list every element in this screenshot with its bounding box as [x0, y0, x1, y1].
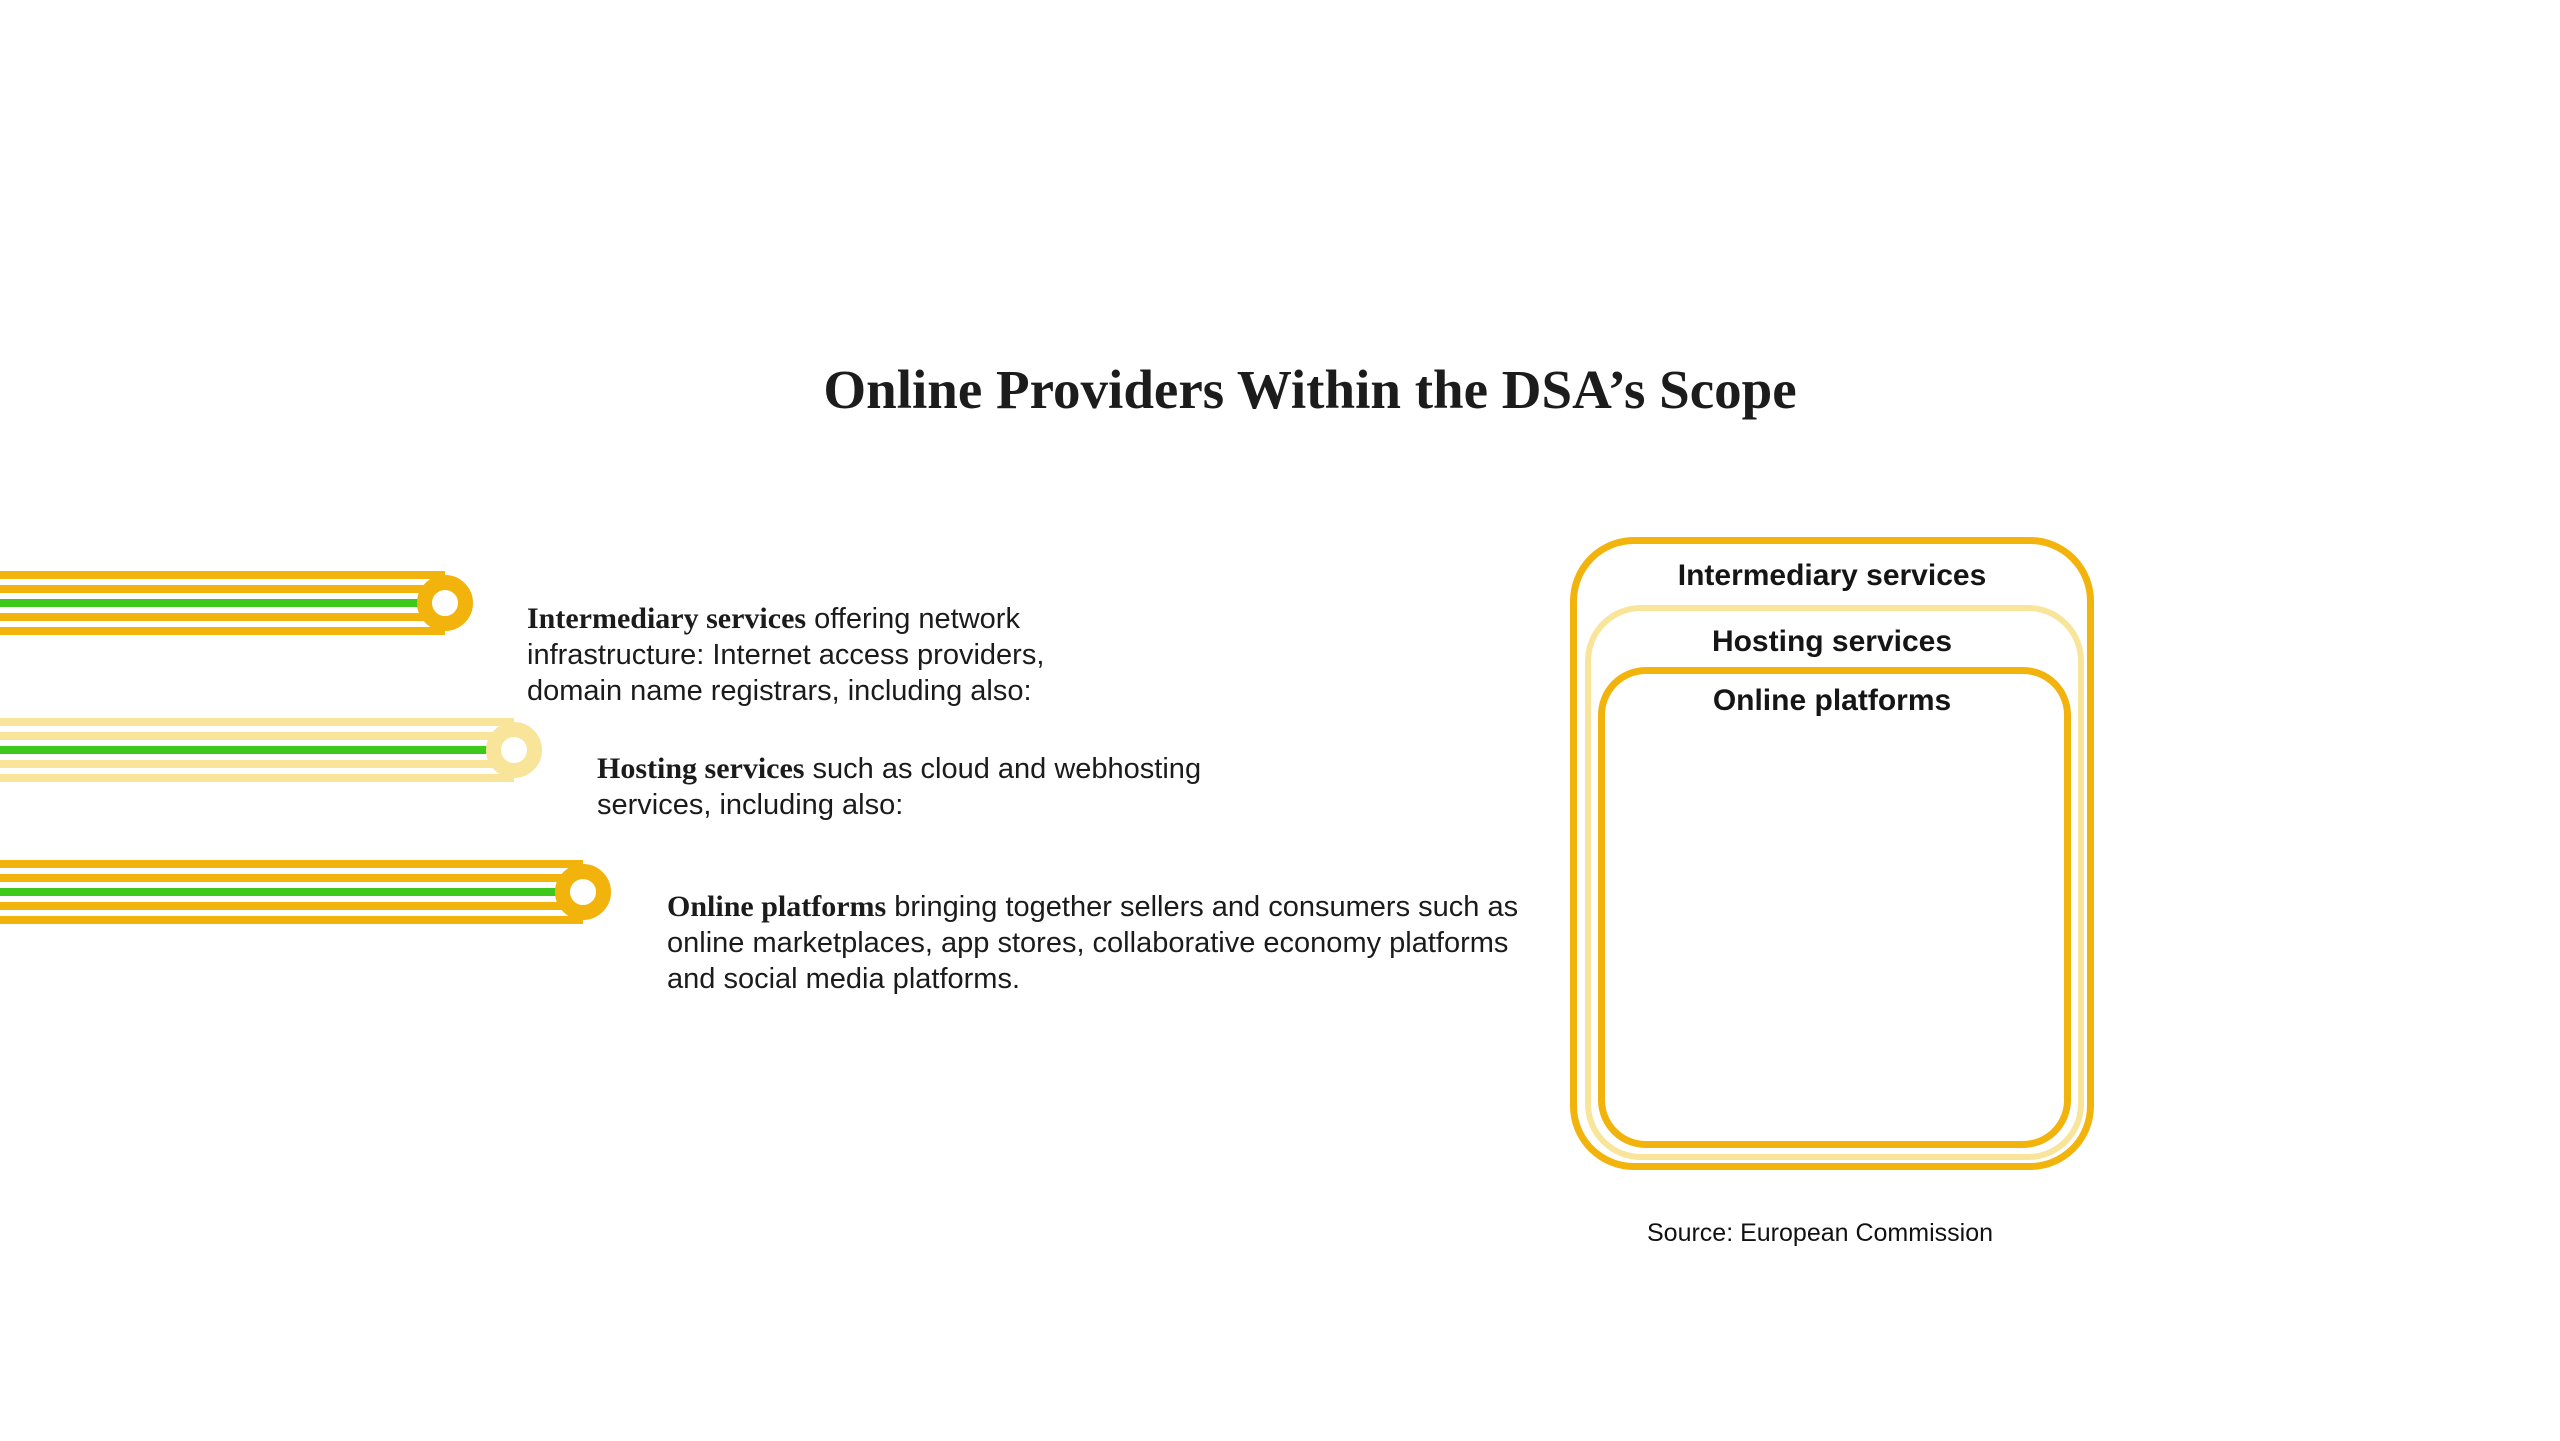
stripe-line	[0, 613, 445, 621]
stripe-line	[0, 599, 445, 607]
page-title: Online Providers Within the DSA’s Scope	[823, 358, 1797, 420]
stripe-line	[0, 571, 445, 579]
stripe-band	[0, 571, 445, 635]
source-caption: Source: European Commission	[1647, 1219, 1993, 1247]
stripe-line	[0, 760, 514, 768]
item-body-hosting: such as cloud and webhosting services, i…	[597, 753, 1202, 821]
stripe-line	[0, 585, 445, 593]
nested-box-hosting	[1585, 605, 2084, 1160]
item-body-intermediary: offering network infrastructure: Interne…	[527, 603, 1045, 707]
stripe-line	[0, 718, 514, 726]
box-label-platforms: Online platforms	[1712, 684, 1952, 717]
box-label-intermediary: Intermediary services	[1677, 559, 1987, 592]
item-text-intermediary: Intermediary services offering network i…	[527, 601, 1112, 709]
nested-box-platforms	[1598, 667, 2071, 1148]
stripe-ring-icon	[486, 722, 542, 778]
stripe-line	[0, 916, 583, 924]
nested-box-intermediary	[1570, 537, 2094, 1170]
stripe-band	[0, 718, 514, 782]
item-body-platforms: bringing together sellers and consumers …	[667, 891, 1519, 995]
stripe-line	[0, 902, 583, 910]
stripe-band	[0, 860, 583, 924]
stripe-line	[0, 874, 583, 882]
item-lead-intermediary: Intermediary services	[527, 602, 807, 635]
item-lead-hosting: Hosting services	[597, 752, 805, 785]
item-text-platforms: Online platforms bringing together selle…	[667, 889, 1532, 997]
stripe-ring-icon	[555, 864, 611, 920]
stripe-line	[0, 732, 514, 740]
stripe-ring-icon	[417, 575, 473, 631]
stripe-line	[0, 888, 583, 896]
stripe-decoration-hosting	[0, 718, 550, 782]
stripe-line	[0, 774, 514, 782]
stripe-line	[0, 627, 445, 635]
stripe-line	[0, 860, 583, 868]
stripe-line	[0, 746, 514, 754]
item-text-hosting: Hosting services such as cloud and webho…	[597, 751, 1277, 823]
stripe-decoration-intermediary	[0, 571, 480, 635]
box-label-hosting: Hosting services	[1711, 625, 1953, 658]
stripe-decoration-platforms	[0, 860, 620, 924]
item-lead-platforms: Online platforms	[667, 890, 887, 923]
